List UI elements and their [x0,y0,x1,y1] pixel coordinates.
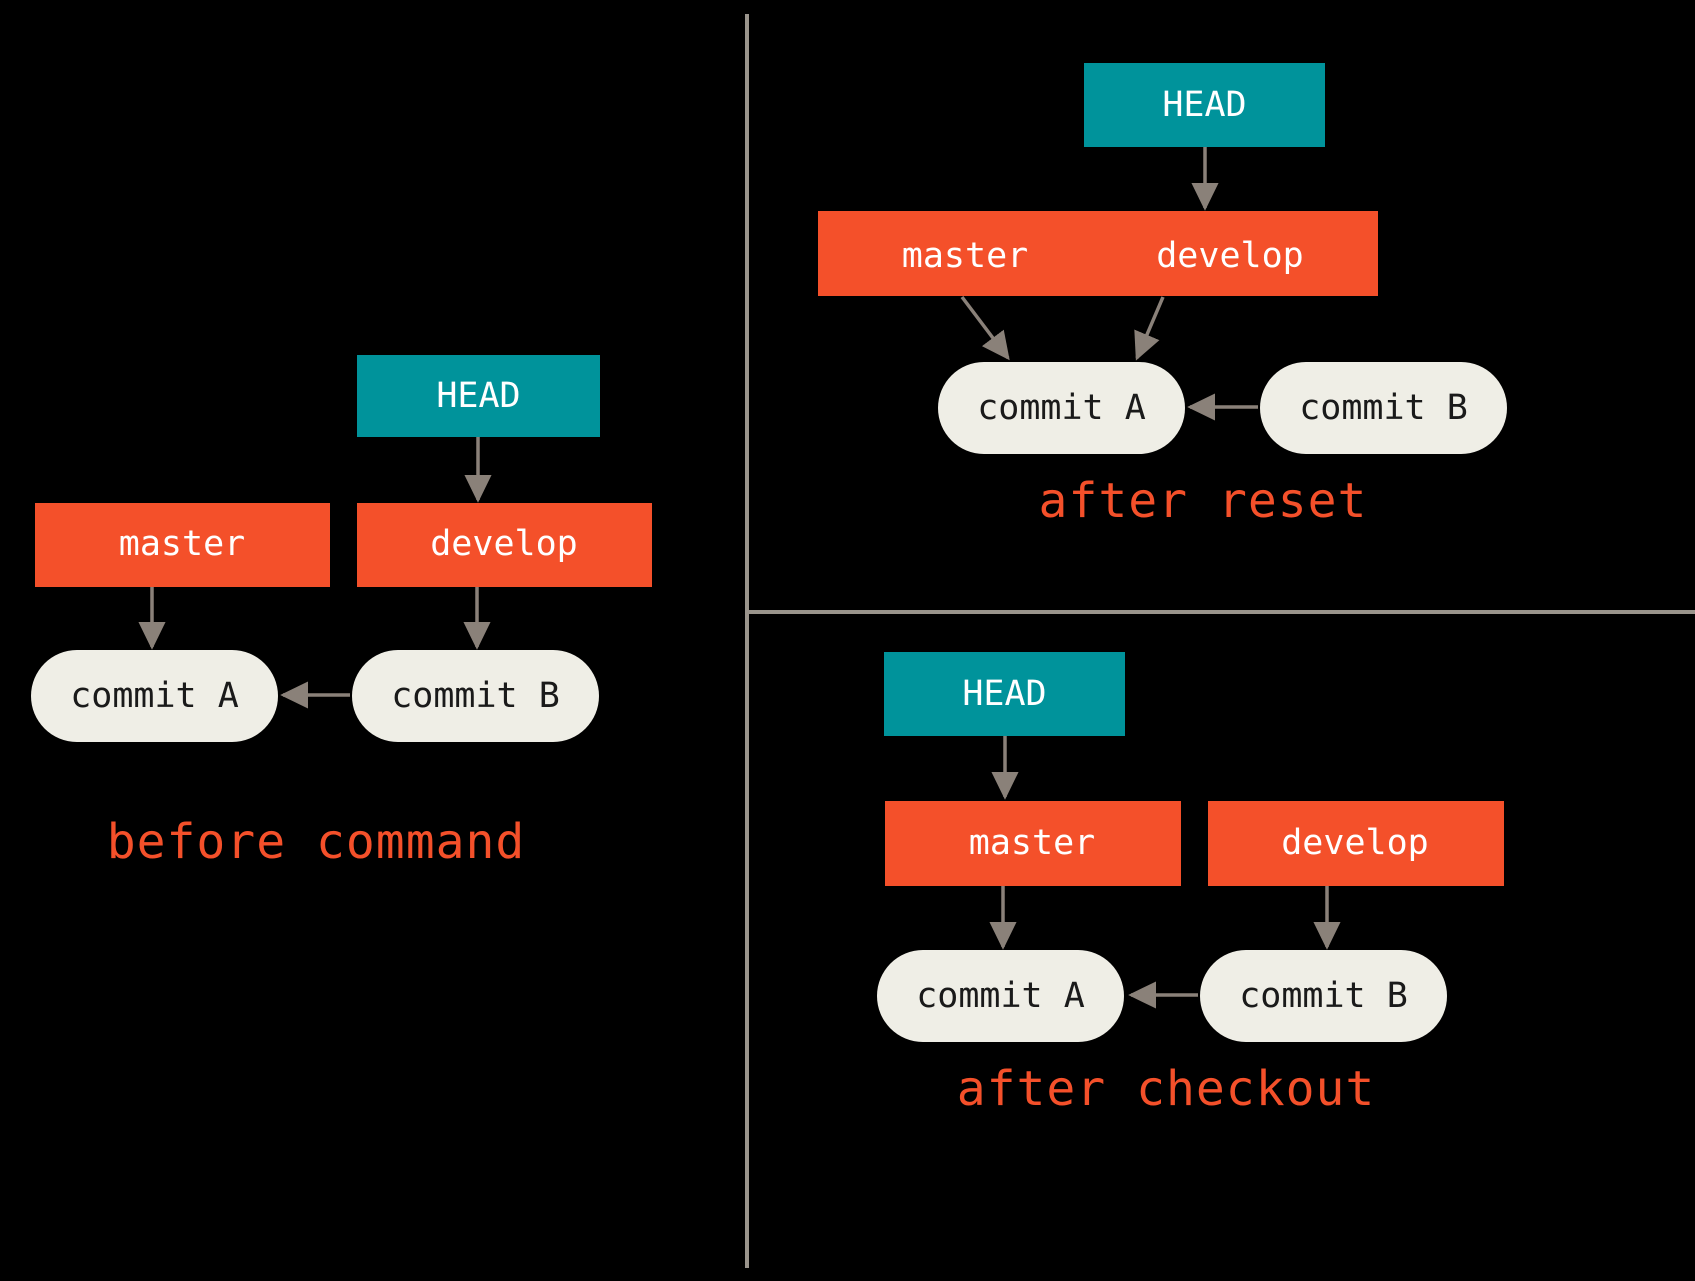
head-label: HEAD [962,674,1046,714]
head-label: HEAD [436,376,520,416]
commit-node-commit-A[interactable] [31,650,278,742]
branch-box-develop[interactable] [357,503,652,587]
panel-caption-after-reset: after reset [1039,473,1368,529]
branch-label-master: master [969,823,1095,863]
commit-label-commit-A: commit A [916,976,1085,1016]
commit-label-commit-B: commit B [391,676,560,716]
commit-node-commit-A[interactable] [938,362,1185,454]
commit-node-commit-B[interactable] [1200,950,1447,1042]
commit-node-commit-B[interactable] [352,650,599,742]
branch-label-develop: develop [1156,236,1304,276]
commit-label-commit-B: commit B [1239,976,1408,1016]
panel-after-reset: HEAD master develop commit A commit B after r… [818,63,1507,529]
arrow-develop-to-commit-a [1134,296,1165,361]
branch-label-master: master [902,236,1028,276]
panel-dividers [745,14,1695,1268]
head-box[interactable] [1084,63,1325,147]
panel-caption-before-command: before command [107,814,526,870]
branch-box-master[interactable] [818,211,1378,296]
branch-label-develop: develop [1281,823,1429,863]
arrow-master-to-commit-a [960,295,1010,361]
commit-node-commit-B[interactable] [1260,362,1507,454]
panels-layer: HEAD master develop commit A commit B before … [31,63,1507,1117]
commit-label-commit-A: commit A [977,388,1146,428]
branch-label-master: master [119,524,245,564]
branch-label-develop: develop [430,524,578,564]
branch-box-develop[interactable] [1208,801,1504,886]
panel-before-command: HEAD master develop commit A commit B before … [31,355,652,870]
head-label: HEAD [1162,85,1246,125]
branch-box-master[interactable] [885,801,1181,886]
commit-node-commit-A[interactable] [877,950,1124,1042]
commit-label-commit-A: commit A [70,676,239,716]
head-box[interactable] [357,355,600,437]
commit-label-commit-B: commit B [1299,388,1468,428]
branch-box-master[interactable] [35,503,330,587]
head-box[interactable] [884,652,1125,736]
panel-caption-after-checkout: after checkout [957,1061,1376,1117]
panel-after-checkout: HEAD master develop commit A commit B after c… [877,652,1504,1117]
